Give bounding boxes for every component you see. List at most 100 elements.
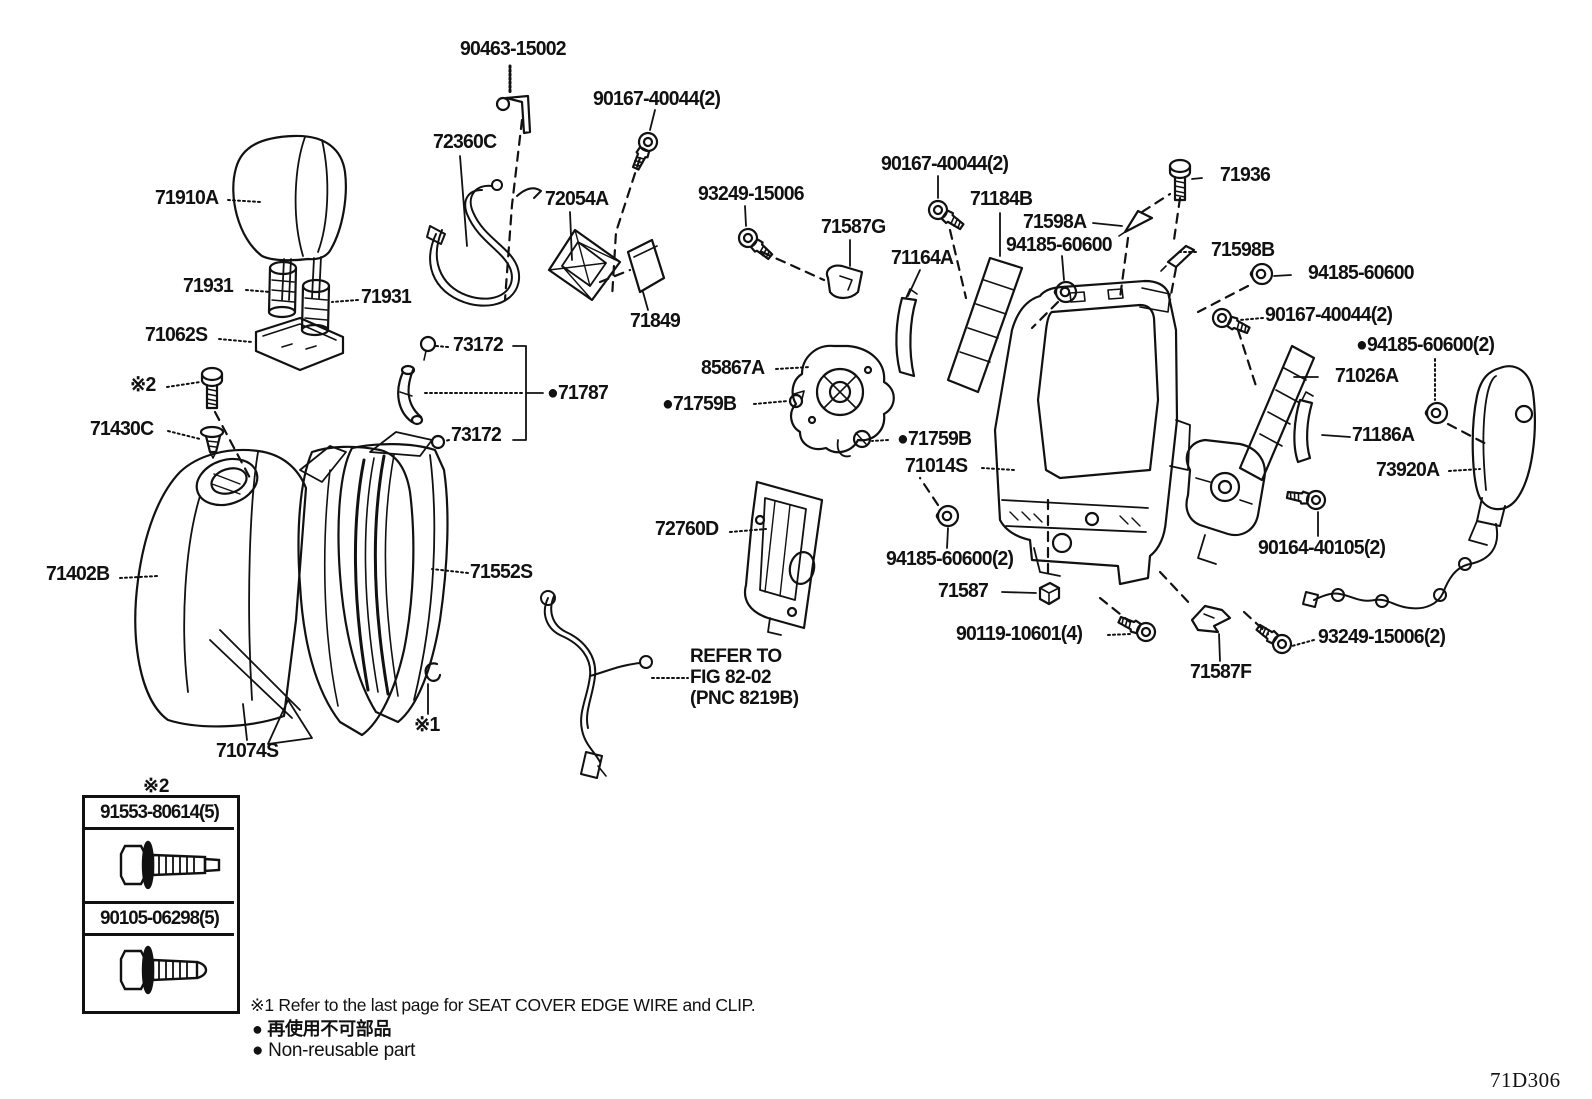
clamp-71587G: [825, 264, 864, 300]
headrest-71910A: [232, 134, 347, 301]
seat-frame-71014S: [993, 279, 1191, 586]
footnote-non-reusable-jp: ● 再使用不可部品: [252, 1019, 392, 1039]
grommet-73172-top: [419, 335, 437, 361]
part-label: 94185-60600: [1308, 262, 1415, 284]
part-label: ※2: [130, 374, 156, 396]
part-label: 71598A: [1023, 211, 1087, 233]
strip-71184B: [946, 256, 1024, 394]
part-label: 71849: [630, 310, 681, 332]
nut-94185-d: [935, 504, 960, 528]
part-label: 71587G: [821, 216, 886, 238]
footnote-non-reusable-en: ● Non-reusable part: [252, 1040, 416, 1061]
part-label: 73172: [451, 424, 502, 446]
airbag-module-85867A: [790, 344, 895, 458]
part-label: 85867A: [701, 357, 765, 379]
seat-pad-71552S: [337, 431, 449, 724]
label-bracket-73172: [512, 345, 544, 441]
refer-note-line: REFER TO: [690, 646, 782, 667]
wire-harness-lower: [540, 590, 653, 779]
part-label: 71598B: [1211, 239, 1275, 261]
part-label: 90119-10601(4): [956, 623, 1083, 645]
side-shield-73920A: [1468, 365, 1536, 546]
strip-71186A: [1293, 391, 1314, 464]
part-label: 71430C: [90, 418, 154, 440]
part-label: ●71759B: [897, 428, 972, 450]
part-label: 71074S: [216, 740, 279, 762]
part-label: 93249-15006: [698, 183, 805, 205]
cable-72360C: [426, 179, 542, 307]
trim-71164A: [895, 288, 918, 378]
part-label: 71184B: [970, 188, 1033, 210]
figure-code: 71D306: [1490, 1068, 1561, 1092]
clip-71598B: [1160, 244, 1196, 272]
recliner-bracket-cluster: [1185, 438, 1266, 565]
screw-90119: [1114, 610, 1160, 646]
clip-71759B-left: [788, 390, 805, 409]
legend-marker: ※2: [143, 776, 170, 797]
part-label: 71186A: [1352, 424, 1415, 446]
part-label: 71014S: [905, 455, 968, 477]
seat-cover-71074S: [209, 445, 415, 745]
part-label: 72360C: [433, 131, 497, 153]
part-label: 72054A: [545, 188, 609, 210]
leader-lines-solid: [242, 109, 1351, 741]
part-label: 71552S: [470, 561, 533, 583]
part-label: 71164A: [891, 247, 954, 269]
part-label: 90463-15002: [460, 38, 567, 60]
bracket-71062S: [254, 316, 345, 372]
refer-note: REFER TO FIG 82-02 (PNC 8219B): [690, 646, 799, 709]
refer-note-line: (PNC 8219B): [690, 688, 799, 709]
part-label: 71910A: [155, 187, 219, 209]
screw-90164: [1284, 485, 1328, 512]
part-label: 90167-40044(2): [881, 153, 1009, 175]
part-label: ●71759B: [662, 393, 737, 415]
part-label: 71931: [183, 275, 234, 297]
legend-box: 91553-80614(5) 90105-06298(5): [82, 795, 240, 1014]
part-label: 71931: [361, 286, 412, 308]
plate-71849: [626, 238, 666, 294]
bolt-mark2: [200, 366, 224, 410]
part-label: 90167-40044(2): [1265, 304, 1393, 326]
bolt-71936: [1168, 158, 1192, 202]
part-label: ●71787: [547, 382, 609, 404]
part-label: 90167-40044(2): [593, 88, 721, 110]
part-label: 94185-60600: [1006, 234, 1113, 256]
strip-71026A: [1238, 344, 1316, 482]
screw-90167-mid: [924, 196, 969, 236]
clip-71759B-right: [852, 429, 872, 449]
screw-90167-top: [626, 128, 662, 174]
hook-90463: [495, 64, 532, 135]
nut-94185-b: [1249, 262, 1274, 286]
part-label: ※1: [414, 714, 440, 736]
seat-cover-71402B: [134, 448, 308, 728]
headrest-support-71931: [267, 260, 331, 337]
screw-93249-bottom: [1251, 618, 1296, 658]
nut-94185-c: [1424, 401, 1449, 425]
flange-bolt-icon: [119, 840, 221, 890]
part-label: 72760D: [655, 518, 719, 540]
part-label: 71026A: [1335, 365, 1399, 387]
leader-lines-dotted: [119, 199, 1481, 679]
bracket-71587F: [1190, 604, 1232, 634]
part-label: 73172: [453, 334, 504, 356]
rod-71787: [397, 364, 424, 426]
clip-71598A: [1118, 209, 1154, 237]
part-label: 71587F: [1190, 661, 1252, 683]
part-label: 90164-40105(2): [1258, 537, 1386, 559]
cage-nut-71587: [1038, 581, 1061, 606]
legend-part-number: 91553-80614(5): [85, 798, 234, 830]
wire-harness-right: [1302, 523, 1499, 610]
part-label: 94185-60600(2): [886, 548, 1014, 570]
refer-note-line: FIG 82-02: [690, 667, 772, 688]
screw-93249-top: [734, 224, 778, 265]
part-label: 71402B: [46, 563, 110, 585]
screw-90167-right: [1208, 304, 1254, 340]
legend-screw-cell: [85, 936, 237, 1007]
part-label: ●94185-60600(2): [1356, 334, 1495, 356]
back-board-72760D: [743, 480, 824, 636]
part-label: 71936: [1220, 164, 1271, 186]
grommet-73172-bottom: [430, 434, 446, 450]
part-label: 71587: [938, 580, 989, 602]
